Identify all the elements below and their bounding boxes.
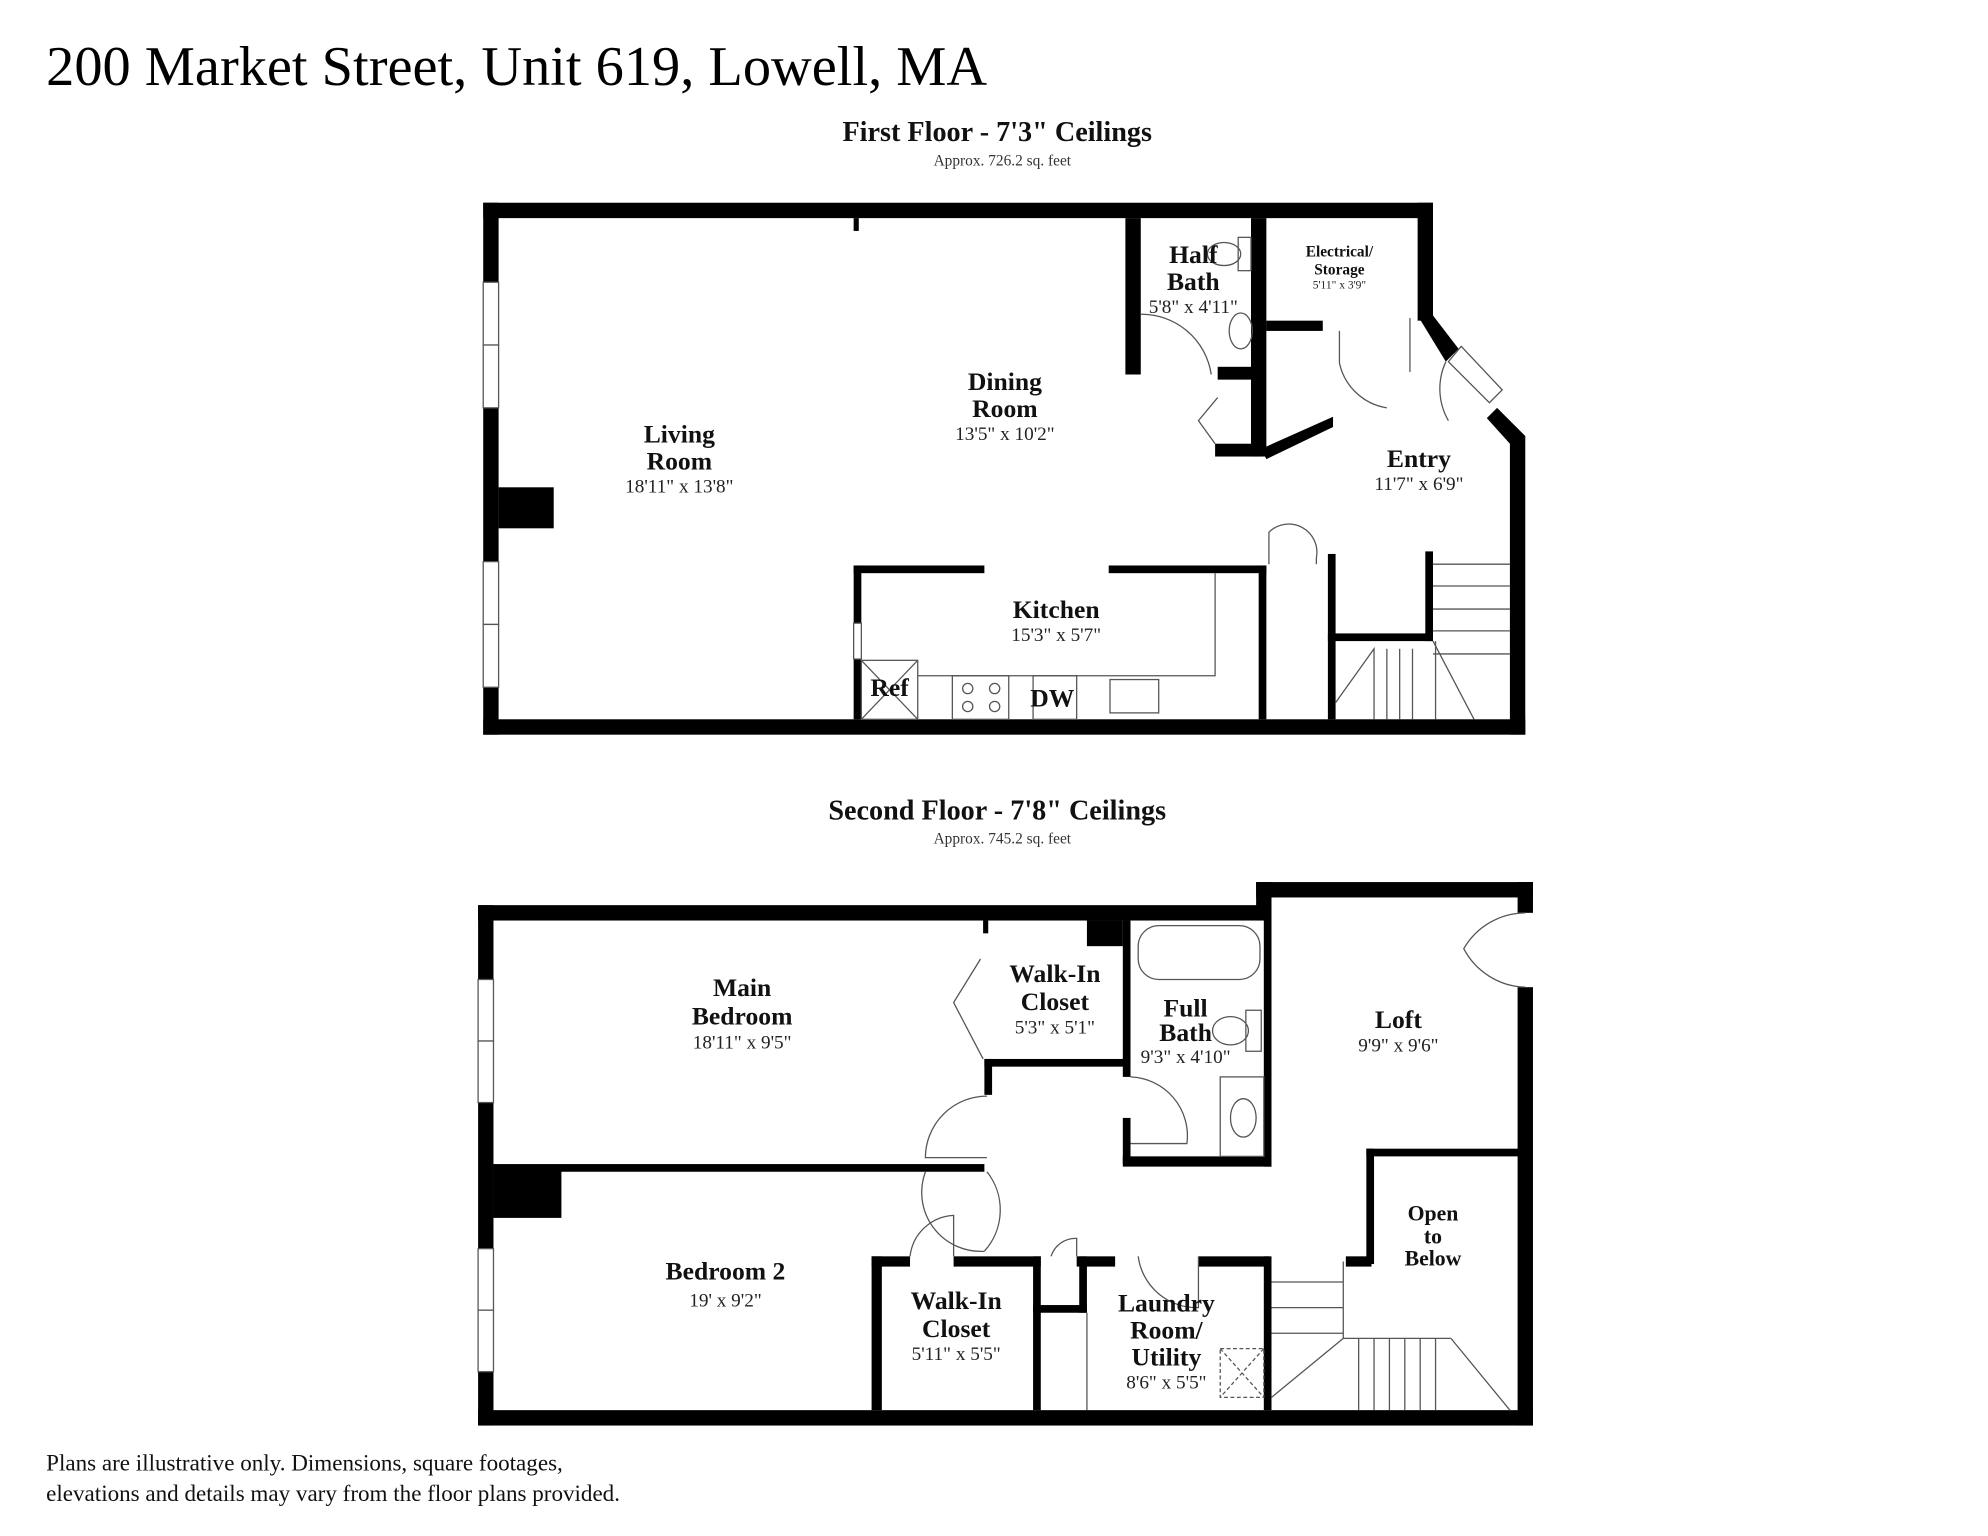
- walk-in-closet-1-label: Walk-In: [1009, 959, 1100, 988]
- door-swing: [1439, 361, 1449, 421]
- bifold-door: [1197, 397, 1219, 445]
- first-floor-windows: [482, 281, 862, 688]
- open-to-below-label: Open: [1408, 1201, 1459, 1225]
- dining-room-dims: 13'5" x 10'2": [955, 424, 1055, 445]
- disclaimer-line-1: Plans are illustrative only. Dimensions,…: [46, 1449, 563, 1475]
- walk-in-closet-2-label-2: Closet: [922, 1314, 991, 1343]
- door-swing: [1140, 313, 1212, 375]
- window: [477, 1248, 495, 1311]
- electrical-storage-dims: 5'11" x 3'9": [1313, 280, 1366, 292]
- stairs: [1271, 1261, 1511, 1411]
- living-room-dims: 18'11" x 13'8": [625, 476, 733, 497]
- door-swing: [924, 1095, 987, 1159]
- open-to-below-label-2: to: [1424, 1225, 1442, 1249]
- fireplace: [498, 487, 554, 529]
- main-bedroom-label: Main: [713, 973, 771, 1002]
- first-floor-area: Approx. 726.2 sq. feet: [934, 153, 1072, 170]
- dw-label: DW: [1030, 683, 1075, 712]
- window: [482, 344, 500, 409]
- full-bath-label: Full: [1164, 994, 1208, 1023]
- second-floor-area: Approx. 745.2 sq. feet: [934, 831, 1072, 848]
- loft-dims: 9'9" x 9'6": [1358, 1035, 1438, 1056]
- dining-room-label-2: Room: [972, 394, 1037, 423]
- door-swing: [1137, 1256, 1200, 1309]
- dishwasher: [1032, 675, 1078, 720]
- door-swing: [921, 1171, 1001, 1252]
- electrical-storage-label-2: Storage: [1314, 262, 1365, 279]
- kitchen-label: Kitchen: [1013, 595, 1100, 624]
- laundry-label-3: Utility: [1132, 1342, 1202, 1371]
- entry-dims: 11'7" x 6'9": [1374, 474, 1463, 495]
- laundry-label: Laundry: [1118, 1288, 1215, 1317]
- loft-label: Loft: [1375, 1005, 1422, 1034]
- bathtub-icon: [1137, 925, 1261, 981]
- toilet-icon: [1211, 1016, 1250, 1046]
- sink-icon: [1229, 1098, 1257, 1138]
- main-bedroom-dims: 18'11" x 9'5": [693, 1033, 792, 1054]
- door-swing: [909, 1214, 955, 1257]
- living-room-label: Living: [644, 419, 715, 448]
- door-swing: [1338, 330, 1387, 409]
- walk-in-closet-1-dims: 5'3" x 5'1": [1015, 1017, 1095, 1038]
- half-bath-label-2: Bath: [1167, 267, 1220, 296]
- second-floor-windows: [477, 978, 495, 1373]
- half-bath-label: Half: [1169, 240, 1218, 269]
- first-floor-labels: Half Bath 5'8" x 4'11" Electrical/ Stora…: [625, 240, 1463, 712]
- window: [477, 1309, 495, 1373]
- water-heater: [1219, 1347, 1265, 1398]
- window: [477, 978, 495, 1042]
- window: [482, 281, 500, 346]
- stairs: [1335, 563, 1510, 720]
- door-swing: [1050, 1237, 1078, 1257]
- window: [482, 560, 500, 626]
- toilet-icon: [1206, 241, 1242, 267]
- bedroom-2-dims: 19' x 9'2": [689, 1290, 761, 1311]
- window: [482, 623, 500, 688]
- walk-in-closet-2-dims: 5'11" x 5'5": [912, 1344, 1001, 1365]
- bifold-door: [952, 958, 984, 1060]
- refrigerator: [860, 659, 919, 720]
- sink-icon: [1228, 312, 1253, 350]
- door-swing: [1268, 523, 1318, 565]
- second-floor: Second Floor - 7'8" Ceilings Approx. 745…: [477, 795, 1533, 1426]
- stove-icon: [951, 675, 1010, 720]
- window: [477, 1040, 495, 1104]
- window: [853, 622, 862, 660]
- first-floor-fixtures: [860, 236, 1510, 720]
- loft-door-swing: [1463, 912, 1526, 988]
- fireplace: [493, 1166, 562, 1218]
- entry-door: [1447, 345, 1504, 404]
- bedroom-2-label: Bedroom 2: [666, 1256, 786, 1285]
- dining-room-label: Dining: [968, 367, 1042, 396]
- living-room-label-2: Room: [647, 446, 712, 475]
- open-to-below-label-3: Below: [1405, 1246, 1462, 1270]
- disclaimer-line-2: elevations and details may vary from the…: [46, 1480, 620, 1506]
- laundry-label-2: Room/: [1130, 1315, 1203, 1344]
- kitchen-sink-icon: [1109, 678, 1160, 714]
- first-floor: First Floor - 7'3" Ceilings Approx. 726.…: [482, 117, 1526, 735]
- main-bedroom-label-2: Bedroom: [692, 1001, 793, 1030]
- half-bath-dims: 5'8" x 4'11": [1149, 297, 1238, 318]
- full-bath-dims: 9'3" x 4'10": [1141, 1047, 1231, 1068]
- first-floor-heading: First Floor - 7'3" Ceilings: [842, 117, 1152, 148]
- ref-label: Ref: [870, 673, 909, 702]
- walk-in-closet-2-label: Walk-In: [911, 1286, 1002, 1315]
- laundry-dims: 8'6" x 5'5": [1126, 1372, 1206, 1393]
- second-floor-fixtures: [909, 912, 1526, 1411]
- page-title: 200 Market Street, Unit 619, Lowell, MA: [46, 36, 987, 98]
- second-floor-walls: [478, 882, 1533, 1426]
- electrical-storage-label: Electrical/: [1306, 244, 1374, 261]
- kitchen-dims: 15'3" x 5'7": [1011, 625, 1101, 646]
- walk-in-closet-1-label-2: Closet: [1021, 987, 1090, 1016]
- second-floor-heading: Second Floor - 7'8" Ceilings: [828, 795, 1166, 826]
- second-floor-labels: Main Bedroom 18'11" x 9'5" Walk-In Close…: [666, 959, 1462, 1393]
- entry-label: Entry: [1387, 444, 1451, 473]
- full-bath-label-2: Bath: [1159, 1018, 1212, 1047]
- door-swing: [1130, 1076, 1189, 1145]
